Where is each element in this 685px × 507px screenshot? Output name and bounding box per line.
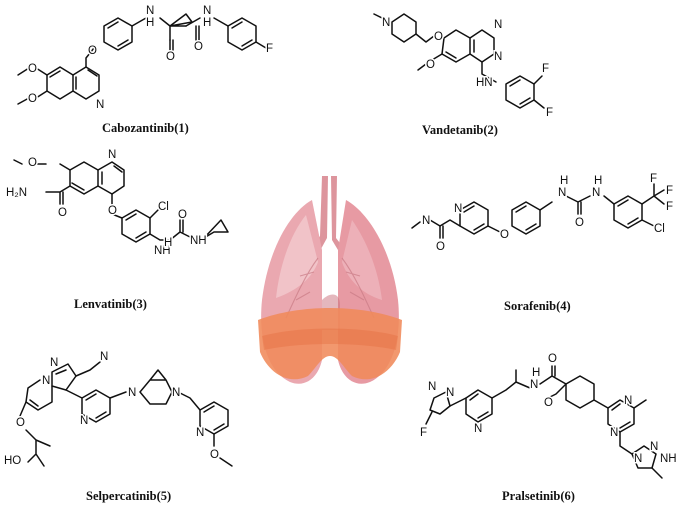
compound-caption: Vandetanib(2) [422, 123, 498, 137]
lungs-illustration [258, 176, 402, 384]
atom-label: O [178, 209, 187, 221]
atom-label: O [544, 397, 553, 409]
atom-label: O [575, 217, 584, 229]
pralsetinib-atom-labels: O H N O N N N N N N F NH N [419, 352, 679, 467]
atom-label: N [474, 423, 482, 435]
atom-label: O [88, 45, 97, 57]
atom-label: N [446, 387, 454, 399]
sorafenib-structure [411, 183, 665, 239]
atom-label: N [128, 387, 136, 399]
atom-label: O [28, 63, 37, 75]
atom-label: H [532, 367, 540, 379]
compound-vandetanib: N O N N O HN F F Vandetanib(2) [373, 13, 555, 137]
atom-label: N [558, 187, 566, 199]
atom-label: O [16, 417, 25, 429]
atom-label: N [203, 5, 211, 17]
atom-label: N [494, 19, 502, 31]
vandetanib-structure [373, 13, 545, 109]
selpercatinib-structure [19, 361, 233, 467]
atom-label: F [542, 63, 549, 75]
atom-label: N [454, 203, 462, 215]
atom-label: O [436, 241, 445, 253]
atom-label: O [58, 207, 67, 219]
atom-label: N [428, 381, 436, 393]
compound-caption: Sorafenib(4) [504, 299, 571, 313]
atom-label: H [164, 237, 172, 249]
atom-label: NH [190, 235, 207, 247]
atom-label: N [382, 17, 390, 29]
atom-label: N [42, 375, 50, 387]
atom-label: O [166, 51, 175, 63]
atom-label: O [426, 59, 435, 71]
atom-label: O [28, 157, 37, 169]
lenvatinib-atom-labels: O N H₂N O O Cl NH O NH H [5, 148, 209, 259]
atom-label: O [194, 41, 203, 53]
atom-label: N [494, 51, 502, 63]
atom-label: NH [154, 245, 171, 257]
vandetanib-atom-labels: N O N N O HN F F [381, 16, 555, 121]
atom-label: F [266, 43, 273, 55]
atom-label: O [108, 205, 117, 217]
atom-label: H [560, 175, 568, 187]
atom-label: N [172, 387, 180, 399]
compound-caption: Pralsetinib(6) [502, 489, 575, 503]
compound-caption: Lenvatinib(3) [74, 297, 147, 311]
atom-label: N [650, 441, 658, 453]
atom-label: N [50, 357, 58, 369]
atom-label: N [80, 415, 88, 427]
compound-lenvatinib: O N H₂N O O Cl NH O NH H Lenvatinib(3) [5, 148, 229, 311]
atom-label: N [422, 215, 430, 227]
atom-label: F [420, 427, 427, 439]
atom-label: F [666, 185, 673, 197]
selpercatinib-atom-labels: N N N N N N N O HO O [3, 350, 221, 469]
atom-label: NH [660, 453, 677, 465]
compound-selpercatinib: N N N N N N N O HO O Selpercatinib(5) [3, 350, 233, 503]
atom-label: O [434, 31, 443, 43]
cabozantinib-structure [17, 13, 267, 105]
atom-label: F [666, 201, 673, 213]
atom-label: F [546, 107, 553, 119]
atom-label: H [594, 175, 602, 187]
atom-label: Cl [654, 223, 665, 235]
sorafenib-atom-labels: H N H N F F F N N O O O Cl [421, 172, 675, 255]
atom-label: N [96, 99, 104, 111]
atom-label: N [146, 5, 154, 17]
atom-label: N [592, 187, 600, 199]
atom-label: N [530, 379, 538, 391]
atom-label: O [548, 353, 557, 365]
atom-label: H₂N [6, 187, 27, 199]
atom-label: N [196, 427, 204, 439]
atom-label: F [650, 173, 657, 185]
pralsetinib-structure [425, 365, 663, 479]
cabozantinib-atom-labels: N H N H O O O O O N F [27, 4, 275, 113]
atom-label: O [28, 93, 37, 105]
atom-label: Cl [158, 201, 169, 213]
atom-label: N [634, 453, 642, 465]
atom-label: N [100, 351, 108, 363]
compound-caption: Selpercatinib(5) [86, 489, 171, 503]
compound-cabozantinib: N H N H O O O O O N F Cabozantinib(1) [17, 4, 275, 135]
atom-label: O [210, 449, 219, 461]
compound-pralsetinib: O H N O N N N N N N F NH N Pralsetinib(6… [419, 352, 679, 504]
compound-caption: Cabozantinib(1) [102, 121, 189, 135]
atom-label: H [203, 17, 211, 29]
atom-label: O [500, 229, 509, 241]
atom-label: H [146, 17, 154, 29]
atom-label: HO [4, 455, 21, 467]
compound-sorafenib: H N H N F F F N N O O O Cl Sorafenib(4) [411, 172, 675, 313]
atom-label: HN [476, 77, 493, 89]
atom-label: N [108, 149, 116, 161]
atom-label: N [624, 395, 632, 407]
atom-label: N [610, 427, 618, 439]
lenvatinib-structure [13, 159, 229, 243]
